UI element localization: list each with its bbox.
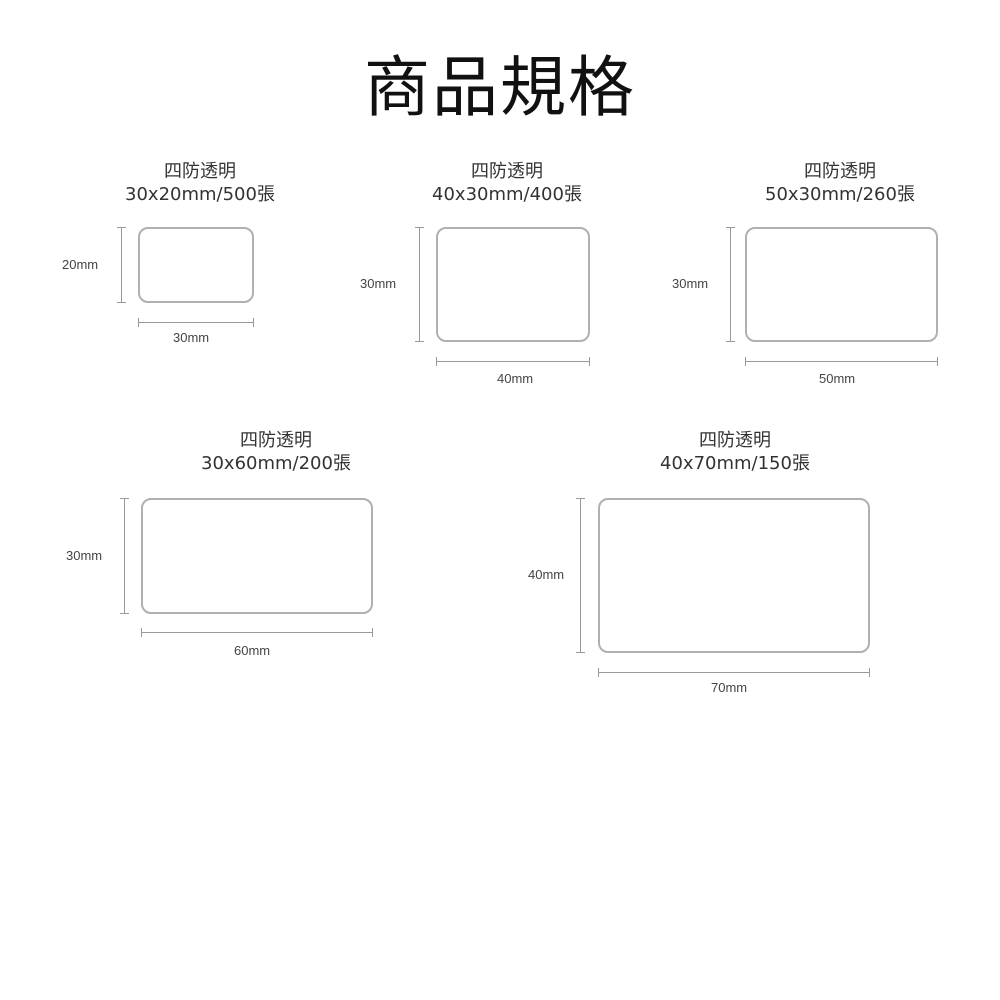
height-label: 40mm (528, 567, 565, 582)
height-label: 20mm (62, 257, 99, 272)
product-spec: 40x70mm/150張 (660, 453, 810, 474)
spec-caption: 四防透明 30x20mm/500張 (50, 160, 350, 206)
height-dimension-line (120, 498, 129, 614)
label-shape (436, 227, 590, 342)
product-spec: 40x30mm/400張 (432, 184, 582, 205)
label-shape (598, 498, 870, 653)
page-title: 商品規格 (364, 49, 636, 126)
width-dimension-line (138, 318, 254, 327)
spec-caption: 四防透明 50x30mm/260張 (690, 160, 990, 206)
product-name: 四防透明 (164, 161, 236, 182)
width-dimension-line (598, 668, 870, 677)
spec-caption: 四防透明 30x60mm/200張 (126, 429, 426, 475)
height-dimension-line (415, 227, 424, 342)
product-name: 四防透明 (240, 430, 312, 451)
product-spec: 30x20mm/500張 (125, 184, 275, 205)
width-dimension-line (745, 357, 938, 366)
height-dimension-line (726, 227, 735, 342)
width-dimension-line (436, 357, 590, 366)
label-shape (745, 227, 938, 342)
height-dimension-line (117, 227, 126, 303)
product-name: 四防透明 (471, 161, 543, 182)
width-label: 60mm (234, 643, 271, 658)
height-label: 30mm (66, 548, 103, 563)
spec-caption: 四防透明 40x30mm/400張 (357, 160, 657, 206)
product-spec: 50x30mm/260張 (765, 184, 915, 205)
height-label: 30mm (360, 276, 397, 291)
width-label: 50mm (819, 371, 856, 386)
label-shape (138, 227, 254, 303)
height-dimension-line (576, 498, 585, 653)
product-name: 四防透明 (699, 430, 771, 451)
width-label: 40mm (497, 371, 534, 386)
label-shape (141, 498, 373, 614)
spec-caption: 四防透明 40x70mm/150張 (585, 429, 885, 475)
width-label: 70mm (711, 680, 748, 695)
product-name: 四防透明 (804, 161, 876, 182)
width-label: 30mm (173, 330, 210, 345)
width-dimension-line (141, 628, 373, 637)
height-label: 30mm (672, 276, 709, 291)
product-spec: 30x60mm/200張 (201, 453, 351, 474)
